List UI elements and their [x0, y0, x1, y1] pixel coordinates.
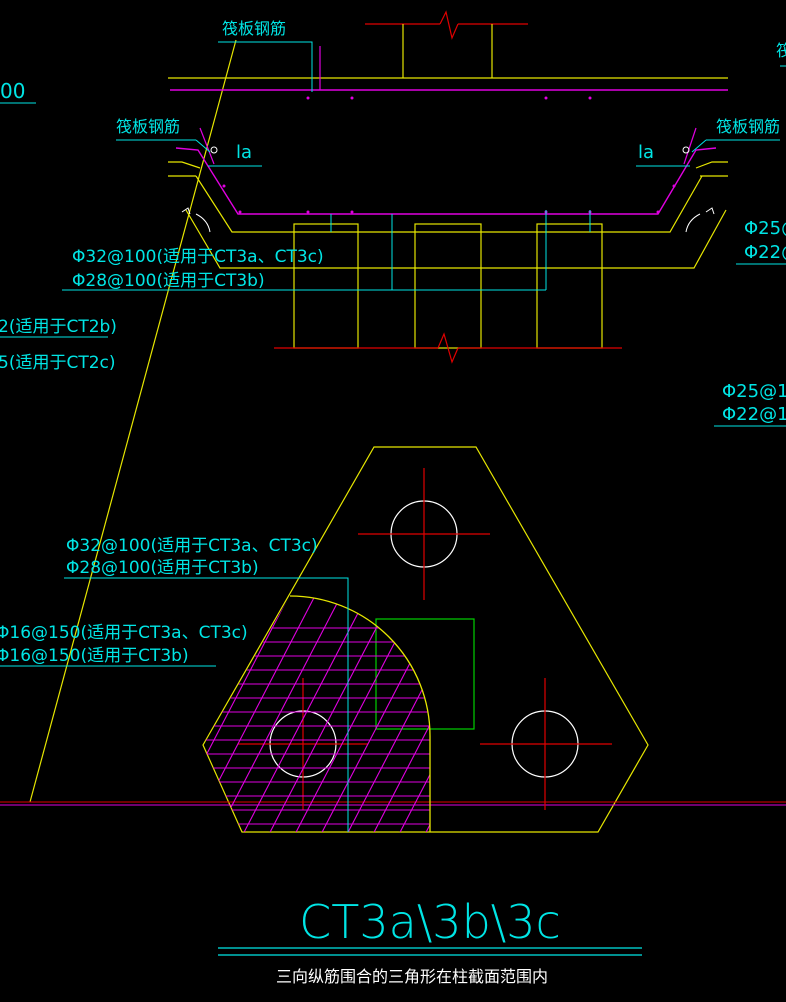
rebar-spec-28-section: Φ28@100(适用于CT3b)	[72, 271, 265, 291]
rebar-spec-16-ct3a-ct3c: Φ16@150(适用于CT3a、CT3c)	[0, 623, 248, 643]
plan-leaders	[0, 577, 349, 832]
rebar-spec-22-lower: Φ22@10	[722, 404, 786, 425]
cap-outline	[202, 446, 649, 833]
rebar-spec-22-upper: Φ22@	[744, 242, 786, 263]
edge-label-top: 00	[0, 79, 25, 103]
anchorage-length-right: la	[638, 142, 654, 163]
title-block: CT3a\3b\3c 三向纵筋围合的三角形在柱截面范围内	[218, 895, 642, 986]
rebar-spec-28-plan: Φ28@100(适用于CT3b)	[66, 558, 259, 578]
column-section	[375, 618, 475, 730]
drawing-title: CT3a\3b\3c	[299, 895, 561, 949]
rebar-spec-ct2c: 5(适用于CT2c)	[0, 353, 116, 373]
rebar-spec-32-plan: Φ32@100(适用于CT3a、CT3c)	[66, 536, 318, 556]
rebar-spec-32-section: Φ32@100(适用于CT3a、CT3c)	[72, 247, 324, 267]
raft-rebar-label-right: 筏板钢筋	[716, 117, 780, 136]
raft-rebar-label-edge: 筏	[776, 41, 786, 60]
rebar-spec-16-ct3b: Φ16@150(适用于CT3b)	[0, 646, 189, 666]
hatch-boundary-arc	[289, 595, 431, 832]
raft-rebar-label-left: 筏板钢筋	[116, 117, 180, 136]
anchorage-length-left: la	[236, 142, 252, 163]
rebar-spec-25-upper: Φ25@	[744, 218, 786, 239]
diagonal-construction-line	[29, 39, 237, 803]
rebar-spec-ct2b: 2(适用于CT2b)	[0, 317, 117, 337]
plan-view	[0, 446, 786, 833]
raft-rebar-label-top: 筏板钢筋	[222, 19, 286, 38]
drawing-note: 三向纵筋围合的三角形在柱截面范围内	[276, 967, 548, 986]
rebar-spec-25-lower: Φ25@10	[722, 381, 786, 402]
section-leaders	[0, 41, 786, 427]
section-view	[168, 10, 728, 364]
